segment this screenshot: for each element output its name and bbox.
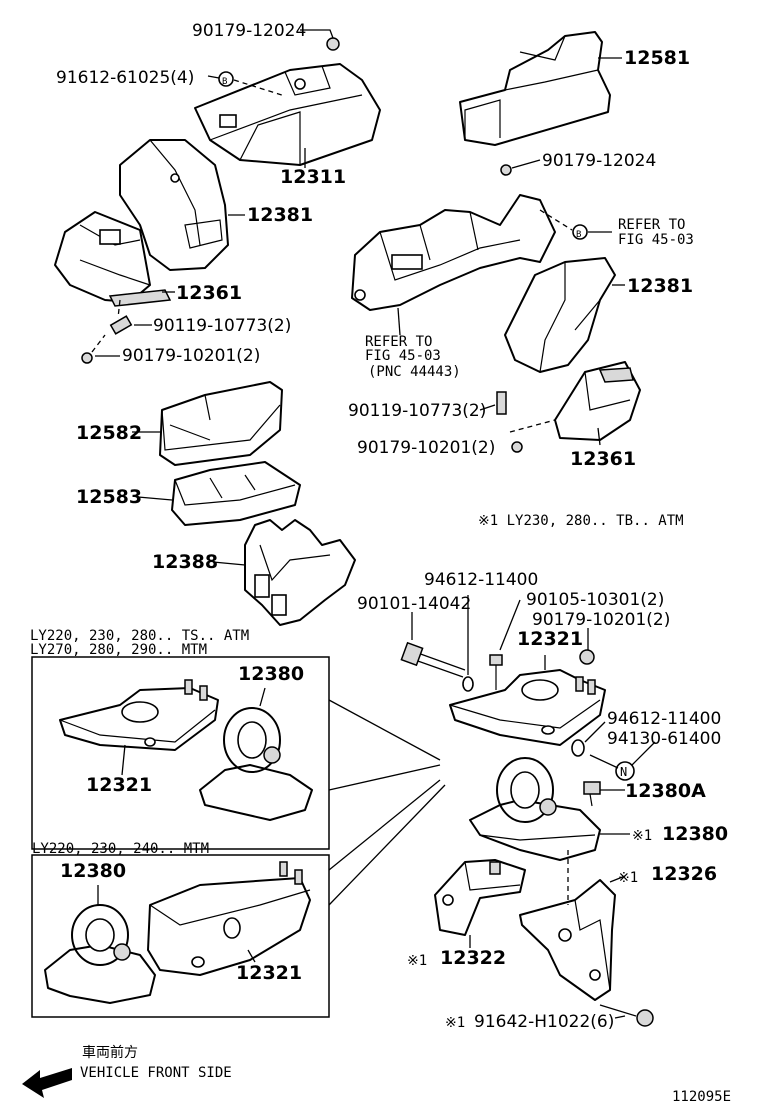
label-12380-box2: 12380 [60, 860, 126, 882]
part-12381-b [504, 257, 616, 373]
bolt-90101-14042 [400, 641, 466, 678]
callout-b-text-2: B [576, 230, 581, 240]
label-box1-line2: LY270, 280, 290.. MTM [30, 642, 207, 658]
callout-b-text: B [222, 77, 227, 87]
label-12381-b: 12381 [627, 275, 693, 297]
label-90179-10201-b: 90179-10201(2) [357, 438, 495, 458]
part-12321-box1 [59, 679, 219, 751]
callout-b-icon: B [218, 71, 234, 87]
part-12321-box2 [147, 861, 311, 976]
label-90179-10201-c: 90179-10201(2) [532, 610, 670, 630]
label-90119-b: 90119-10773(2) [348, 401, 486, 421]
nut-90179-10201-b [511, 441, 523, 453]
part-12388 [244, 519, 356, 626]
label-12361-a: 12361 [176, 282, 242, 304]
part-12380-box2 [44, 904, 156, 1004]
part-12321-main [449, 669, 606, 746]
label-diagram-code: 112095E [672, 1089, 731, 1105]
label-12361-b: 12361 [570, 448, 636, 470]
part-12361-a [54, 211, 172, 307]
label-90101-14042: 90101-14042 [357, 594, 471, 614]
label-mark-12326: ※1 [618, 870, 638, 886]
part-12581 [459, 31, 611, 146]
label-12311: 12311 [280, 166, 346, 188]
label-refer-to-1: REFER TO [365, 334, 432, 350]
label-12380-main: 12380 [662, 823, 728, 845]
label-note-1: ※1 LY230, 280.. TB.. ATM [478, 513, 684, 529]
label-fig-b: FIG 45-03 [618, 232, 694, 248]
label-91612-61025: 91612-61025(4) [56, 68, 194, 88]
variant-box-1 [31, 656, 330, 850]
crossmember-bracket [351, 194, 556, 311]
label-mark-91642: ※1 [445, 1015, 465, 1031]
front-arrow-icon [22, 1068, 72, 1098]
part-12582 [159, 381, 283, 466]
part-12381-a [119, 139, 229, 271]
washer-94612-b [571, 739, 585, 757]
label-box1-line1: LY220, 230, 280.. TS.. ATM [30, 628, 249, 644]
part-12361-b [554, 361, 641, 441]
part-12380-main [469, 757, 601, 861]
washer-94612-a [462, 676, 474, 692]
label-94130-61400: 94130-61400 [607, 729, 721, 749]
callout-n-icon: N [615, 761, 635, 781]
label-12321-main: 12321 [517, 628, 583, 650]
label-12321-box2: 12321 [236, 962, 302, 984]
label-90179-12024-a: 90179-12024 [192, 21, 306, 41]
part-12322 [434, 859, 526, 936]
label-12582: 12582 [76, 422, 142, 444]
label-94612-11400-a: 94612-11400 [424, 570, 538, 590]
label-12388: 12388 [152, 551, 218, 573]
nut-90179-12024-b [500, 164, 512, 176]
bolt-12380A [583, 781, 601, 807]
label-90119-a: 90119-10773(2) [153, 316, 291, 336]
bolt-90105 [489, 654, 503, 690]
bolt-90179-12024-a [326, 37, 340, 51]
label-94612-11400-b: 94612-11400 [607, 709, 721, 729]
label-12581: 12581 [624, 47, 690, 69]
part-12311 [194, 63, 381, 166]
label-12380-box1: 12380 [238, 663, 304, 685]
callout-n-text: N [620, 765, 627, 779]
label-mark-12380: ※1 [632, 828, 652, 844]
bolt-91642 [599, 1004, 654, 1027]
label-12326: 12326 [651, 863, 717, 885]
part-12583 [171, 461, 301, 526]
bolt-90119-b [496, 391, 507, 415]
label-box2-line1: LY220, 230, 240.. MTM [32, 841, 209, 857]
label-vehicle-front-side: VEHICLE FRONT SIDE [80, 1065, 232, 1081]
label-pnc: (PNC 44443) [368, 364, 461, 380]
nut-90179-10201-c [579, 649, 595, 665]
label-90179-12024-b: 90179-12024 [542, 151, 656, 171]
variant-box-2 [31, 854, 330, 1018]
label-91642-h1022: 91642-H1022(6) [474, 1012, 614, 1032]
label-12583: 12583 [76, 486, 142, 508]
label-12321-box1: 12321 [86, 774, 152, 796]
label-fig-1: FIG 45-03 [365, 348, 441, 364]
callout-b-icon-2: B [572, 224, 588, 240]
label-90179-10201-a: 90179-10201(2) [122, 346, 260, 366]
label-mark-12322: ※1 [407, 953, 427, 969]
label-12380A: 12380A [625, 780, 706, 802]
bolt-90119-a [109, 315, 133, 335]
nut-90179-10201-a [81, 352, 93, 364]
label-refer-to-b: REFER TO [618, 217, 685, 233]
label-90105-10301: 90105-10301(2) [526, 590, 664, 610]
part-12380-box1 [199, 707, 313, 821]
part-12326 [519, 879, 616, 1001]
label-12381-a: 12381 [247, 204, 313, 226]
label-vehicle-front-jp: 車両前方 [82, 1044, 138, 1061]
label-12322: 12322 [440, 947, 506, 969]
